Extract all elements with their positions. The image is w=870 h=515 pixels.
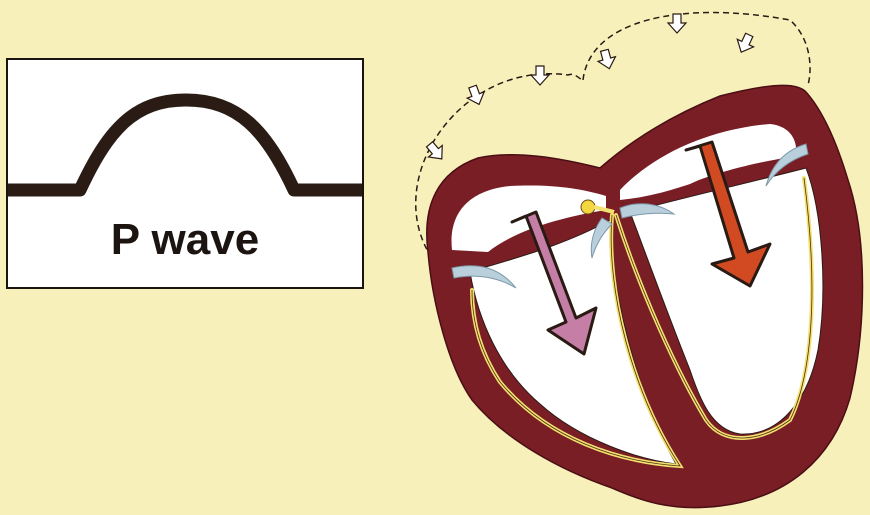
heart-diagram <box>380 0 870 515</box>
impulse-path-right <box>583 13 810 86</box>
down-arrow-icon <box>531 66 549 85</box>
down-arrow-icon <box>596 48 618 71</box>
down-arrow-icon <box>733 31 757 56</box>
av-node <box>581 200 595 214</box>
down-arrow-icon <box>464 84 487 108</box>
down-arrow-icon <box>668 14 686 33</box>
p-wave-panel: P wave <box>6 58 364 289</box>
down-arrow-icon <box>423 139 449 165</box>
p-wave-label: P wave <box>8 218 362 262</box>
